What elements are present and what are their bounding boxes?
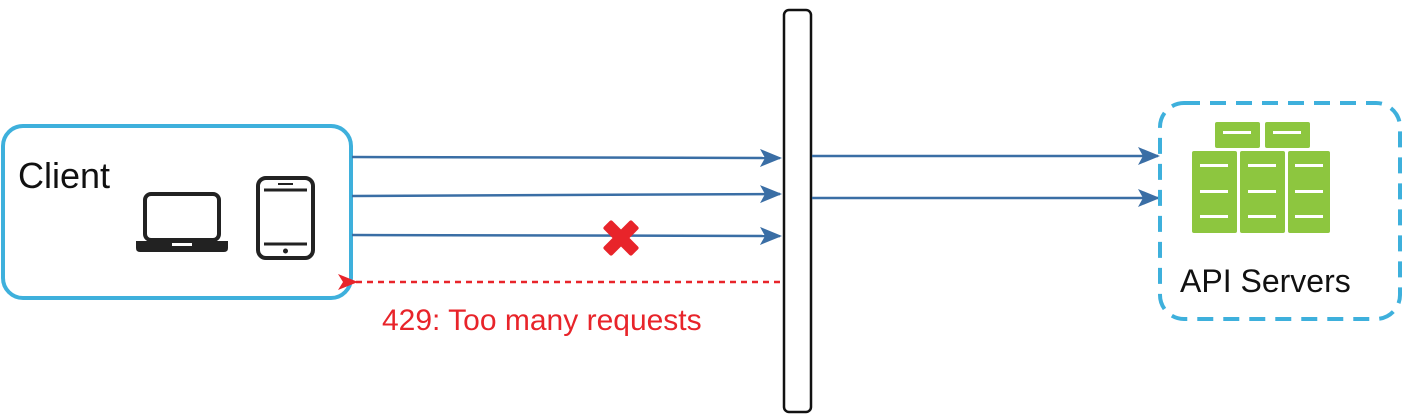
client-label: Client <box>18 155 110 196</box>
client-box: Client <box>1 124 353 300</box>
server-stack-icon <box>1192 122 1330 233</box>
incoming-requests <box>351 148 782 245</box>
rate-limiter-bar <box>782 8 813 414</box>
blocked-x-icon <box>603 220 639 256</box>
rejection-response: 429: Too many requests <box>338 274 780 337</box>
tablet-icon <box>256 176 315 260</box>
request-arrow-2 <box>351 185 782 204</box>
request-arrow-3 <box>351 226 782 245</box>
laptop-icon <box>136 192 228 252</box>
api-servers-label: API Servers <box>1180 263 1351 299</box>
request-arrow-1 <box>351 148 782 167</box>
response-label: 429: Too many requests <box>382 304 702 337</box>
forwarded-requests <box>812 147 1160 207</box>
api-servers-box: API Servers <box>1158 101 1402 321</box>
